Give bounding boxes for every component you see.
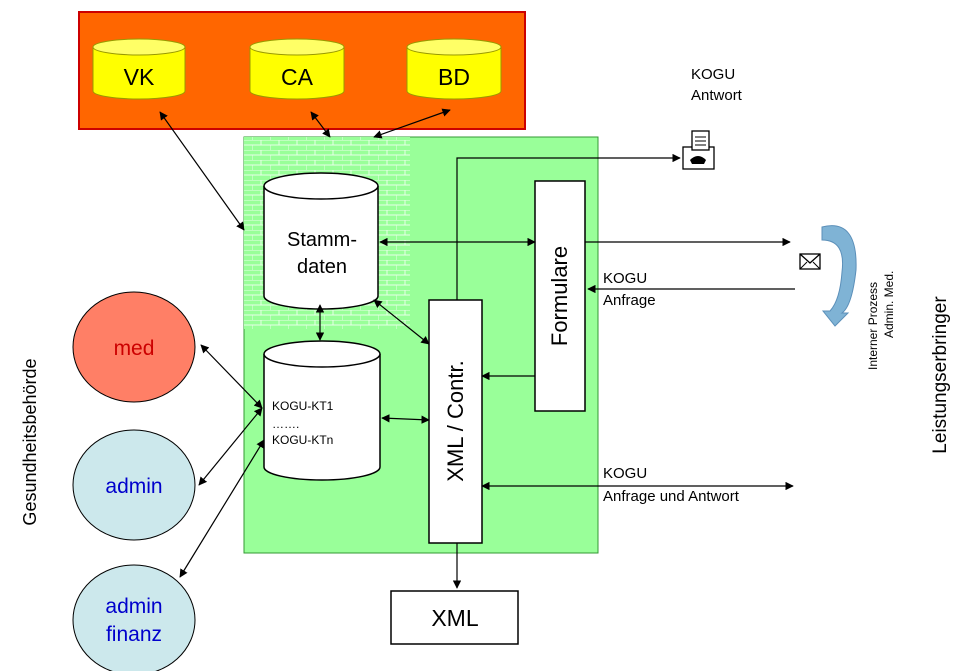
kogu-antwort-line1: KOGU — [691, 66, 735, 83]
curved-arrow-icon — [821, 225, 857, 327]
kogu-anfrage-antwort-line1: KOGU — [603, 465, 647, 482]
kogu-antwort-line2: Antwort — [691, 87, 743, 104]
xml-output-label: XML — [431, 605, 479, 631]
arrow-bd-system — [373, 108, 451, 139]
role-admin-finanz-line2: finanz — [106, 623, 162, 646]
stammdaten-line1: Stamm- — [287, 229, 357, 251]
kogu-anfrage-line1: KOGU — [603, 270, 647, 287]
xml-contr-box — [428, 299, 483, 544]
role-admin-label: admin — [105, 475, 162, 498]
db-vk-label: VK — [124, 64, 155, 90]
arrow-finanz-kogu — [179, 439, 265, 578]
kogu-anfrage-line2: Anfrage — [603, 292, 656, 309]
kogu-anfrage-antwort-line2: Anfrage und Antwort — [603, 488, 740, 505]
db-stammdaten: Stamm- daten — [263, 172, 379, 310]
db-vk: VK — [92, 38, 186, 100]
arrow-xml-fax — [456, 153, 681, 300]
gesundheitsbehoerde-label: Gesundheitsbehörde — [20, 358, 40, 525]
db-ca: CA — [249, 38, 345, 100]
arrow-ca-system — [310, 111, 331, 138]
kogu-kt-line1: KOGU-KT1 — [272, 399, 334, 413]
interner-prozess-line2: Admin. Med. — [882, 271, 896, 338]
leistungserbringer-label: Leistungserbringer — [930, 296, 951, 454]
arrow-kogu-xml — [381, 414, 430, 424]
db-kogu-kt: KOGU-KT1 ……. KOGU-KTn — [263, 340, 381, 481]
xml-output-box — [390, 590, 519, 645]
role-med-label: med — [114, 337, 155, 360]
kogu-kt-line3: KOGU-KTn — [272, 433, 333, 447]
kogu-kt-line2: ……. — [272, 417, 299, 431]
db-ca-label: CA — [281, 64, 314, 90]
db-bd-label: BD — [438, 64, 470, 90]
connectors — [159, 108, 795, 589]
stammdaten-line2: daten — [297, 256, 347, 278]
arrow-vk-stammdaten — [159, 111, 245, 231]
role-med: med — [72, 291, 196, 403]
formulare-label: Formulare — [547, 246, 572, 346]
role-admin-finanz: admin finanz — [72, 564, 196, 671]
db-bd: BD — [406, 38, 502, 100]
interner-prozess-line1: Interner Prozess — [866, 282, 880, 370]
formulare-box — [534, 180, 586, 412]
role-admin: admin — [72, 429, 196, 541]
role-admin-finanz-line1: admin — [105, 595, 162, 618]
arrow-med-kogu — [200, 344, 263, 409]
fax-icon — [682, 130, 715, 170]
xml-contr-label: XML / Contr. — [443, 360, 468, 481]
arrow-stammdaten-xml — [373, 299, 430, 345]
envelope-icon — [799, 253, 821, 270]
